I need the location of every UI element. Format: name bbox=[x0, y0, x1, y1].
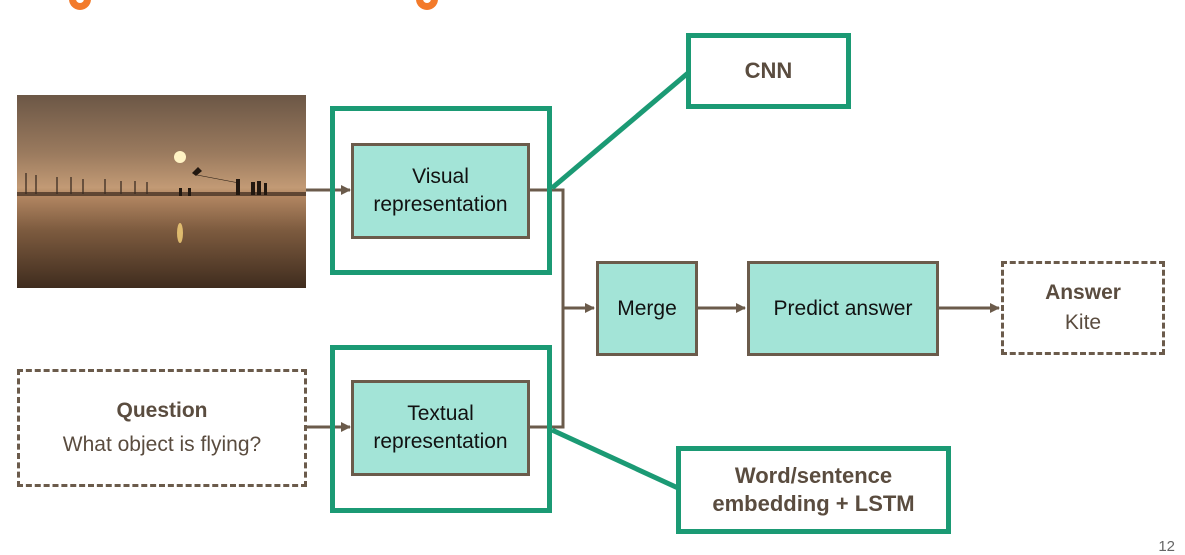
predict-answer-box: Predict answer bbox=[747, 261, 939, 356]
input-photo bbox=[17, 95, 306, 288]
visual-group-frame bbox=[330, 106, 552, 275]
question-title: Question bbox=[116, 399, 208, 422]
question-text: What object is flying? bbox=[62, 433, 262, 456]
answer-box: Answer Kite bbox=[1001, 261, 1165, 355]
embedding-box: Word/sentence embedding + LSTM bbox=[676, 446, 951, 534]
textual-representation-box: Textual representation bbox=[351, 380, 530, 476]
predict-answer-label: Predict answer bbox=[773, 296, 913, 320]
textual-group-frame bbox=[330, 345, 552, 513]
page-number: 12 bbox=[1158, 538, 1175, 555]
answer-text: Kite bbox=[1064, 311, 1102, 334]
visual-representation-label: Visual representation bbox=[373, 165, 508, 216]
cnn-box: CNN bbox=[686, 33, 851, 109]
answer-title: Answer bbox=[1045, 281, 1121, 304]
merge-label: Merge bbox=[617, 296, 677, 320]
title-fragment bbox=[69, 0, 99, 12]
visual-representation-box: Visual representation bbox=[351, 143, 530, 239]
textual-representation-label: Textual representation bbox=[373, 402, 508, 453]
question-box: Question What object is flying? bbox=[17, 369, 307, 487]
merge-box: Merge bbox=[596, 261, 698, 356]
cnn-label: CNN bbox=[744, 58, 793, 83]
title-fragment bbox=[416, 0, 446, 12]
embedding-label: Word/sentence embedding + LSTM bbox=[712, 463, 915, 516]
